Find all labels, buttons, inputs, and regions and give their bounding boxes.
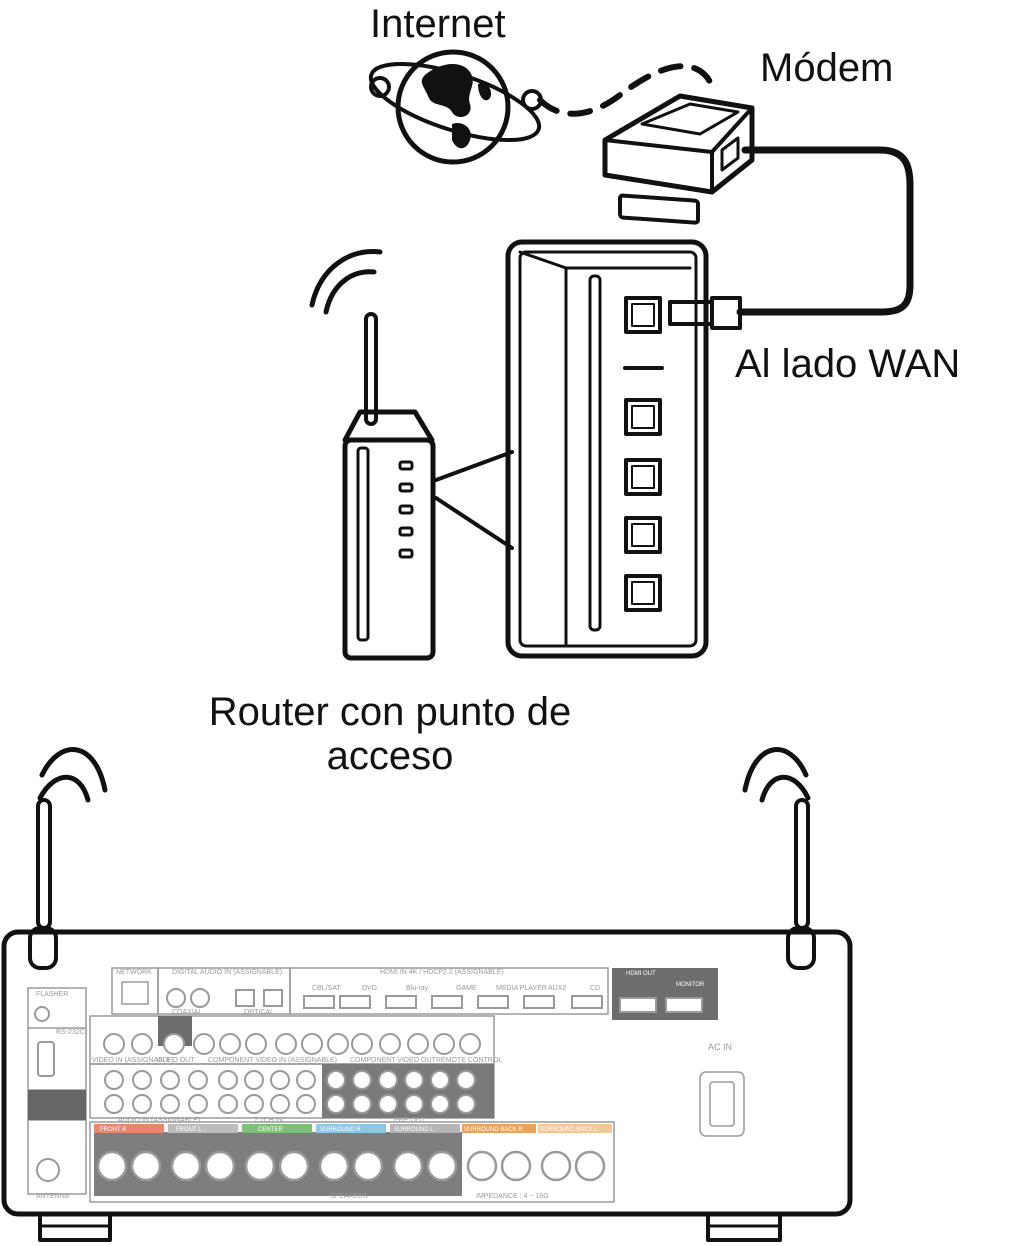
- speaker-surround-back-l-label: SURROUND BACK L: [540, 1127, 598, 1133]
- internet-link-line: [537, 63, 715, 117]
- speaker-front-l-label: FRONT L: [176, 1127, 202, 1133]
- speaker-surround-back-r-label: SURROUND BACK R: [464, 1127, 523, 1133]
- hdmi-input-label: MEDIA PLAYER: [496, 985, 547, 992]
- speaker-front-r-label: FRONT R: [100, 1127, 127, 1133]
- panel-ac-in-label: AC IN: [708, 1042, 732, 1052]
- panel-digital-audio-label: DIGITAL AUDIO IN (ASSIGNABLE): [172, 969, 282, 976]
- speaker-surround-l-label: SURROUND L: [394, 1127, 434, 1133]
- receiver-antenna-right: [742, 747, 816, 970]
- router-back-enlarged: [505, 239, 742, 659]
- panel-video-out-label: VIDEO OUT: [156, 1057, 195, 1064]
- receiver-antenna-left: [28, 747, 108, 970]
- wan-side-label: Al lado WAN: [735, 342, 961, 386]
- hdmi-input-label: CD: [590, 985, 600, 992]
- panel-71ch-label: 7.1CH IN: [254, 1117, 283, 1124]
- wan-cable: [736, 146, 914, 316]
- panel-audio-in-label: AUDIO IN (ASSIGNABLE): [118, 1117, 200, 1124]
- panel-rs232c-label: RS-232C: [56, 1029, 85, 1036]
- zoom-pointer: [434, 450, 514, 550]
- modem-icon: [602, 93, 755, 225]
- panel-component-in-label: COMPONENT VIDEO IN (ASSIGNABLE): [208, 1057, 337, 1064]
- panel-remote-label: REMOTE CONTROL: [436, 1057, 502, 1064]
- panel-video-in-label: VIDEO IN (ASSIGNABLE): [92, 1057, 174, 1064]
- panel-network-label: NETWORK: [116, 969, 152, 976]
- router-icon: [309, 249, 436, 661]
- panel-hdmi-in-label: HDMI IN 4K / HDCP2.2 (ASSIGNABLE): [380, 969, 504, 976]
- panel-component-out-label: COMPONENT VIDEO OUT: [350, 1057, 437, 1064]
- panel-flasher-label: FLASHER: [36, 991, 68, 998]
- hdmi-input-label: AUX2: [548, 985, 566, 992]
- modem-label: Módem: [760, 46, 894, 90]
- hdmi-input-label: CBL/SAT: [312, 985, 341, 992]
- panel-hdmi-out-label: HDMI OUT: [626, 971, 656, 977]
- panel-monitor-label: MONITOR: [676, 982, 705, 988]
- panel-pre-out-label: PRE OUT: [394, 1117, 426, 1124]
- panel-impedance-label: IMPEDANCE : 4 ~ 16Ω: [476, 1193, 548, 1200]
- panel-antenna-label: ANTENNA: [36, 1193, 70, 1200]
- hdmi-input-label: DVD: [362, 985, 377, 992]
- router-label: Router con punto de acceso: [208, 690, 572, 778]
- panel-optical-label: OPTICAL: [244, 1009, 274, 1016]
- internet-globe-icon: [368, 49, 543, 165]
- panel-speakers-label: SPEAKERS: [330, 1193, 368, 1200]
- speaker-surround-r-label: SURROUND R: [320, 1127, 361, 1133]
- lan-plug-icon: [668, 296, 742, 330]
- av-receiver: NETWORK DIGITAL AUDIO IN (ASSIGNABLE) HD…: [1, 929, 853, 1242]
- internet-label: Internet: [370, 2, 506, 46]
- wan-port-icon: [624, 296, 662, 334]
- hdmi-input-label: Blu-ray: [406, 985, 429, 992]
- lan-port-icon: [624, 398, 662, 612]
- speaker-center-label: CENTER: [258, 1127, 283, 1133]
- hdmi-input-label: GAME: [456, 985, 477, 992]
- panel-coaxial-label: COAXIAL: [172, 1009, 202, 1016]
